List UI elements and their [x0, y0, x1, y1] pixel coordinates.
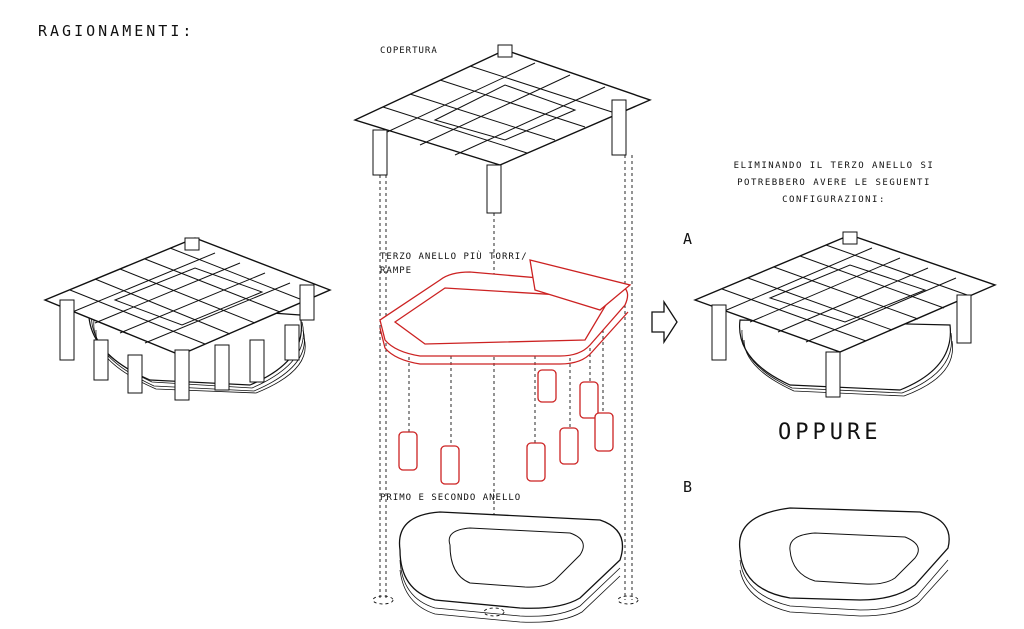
first-second-ring	[372, 511, 639, 623]
label-option-a: A	[683, 230, 693, 248]
diagram-title: RAGIONAMENTI:	[38, 22, 195, 40]
third-ring-terzo-anello	[379, 259, 632, 485]
label-terzo-line2: RAMPE	[380, 266, 413, 276]
label-primo-secondo: PRIMO E SECONDO ANELLO	[380, 493, 522, 503]
label-terzo-anello: TERZO ANELLO PIÙ TORRI/ RAMPE	[380, 250, 528, 278]
label-option-b: B	[683, 478, 693, 496]
label-eliminando: ELIMINANDO IL TERZO ANELLO SI POTREBBERO…	[733, 161, 935, 205]
right-arrow-icon	[651, 299, 678, 345]
label-oppure: OPPURE	[778, 420, 882, 445]
configuration-b-bowl	[738, 507, 950, 617]
label-terzo-line1: TERZO ANELLO PIÙ TORRI/	[380, 252, 528, 262]
roof-copertura	[353, 44, 652, 214]
label-copertura: COPERTURA	[380, 46, 438, 56]
assembled-stadium-left	[43, 237, 332, 401]
configuration-a-stadium	[693, 231, 997, 398]
